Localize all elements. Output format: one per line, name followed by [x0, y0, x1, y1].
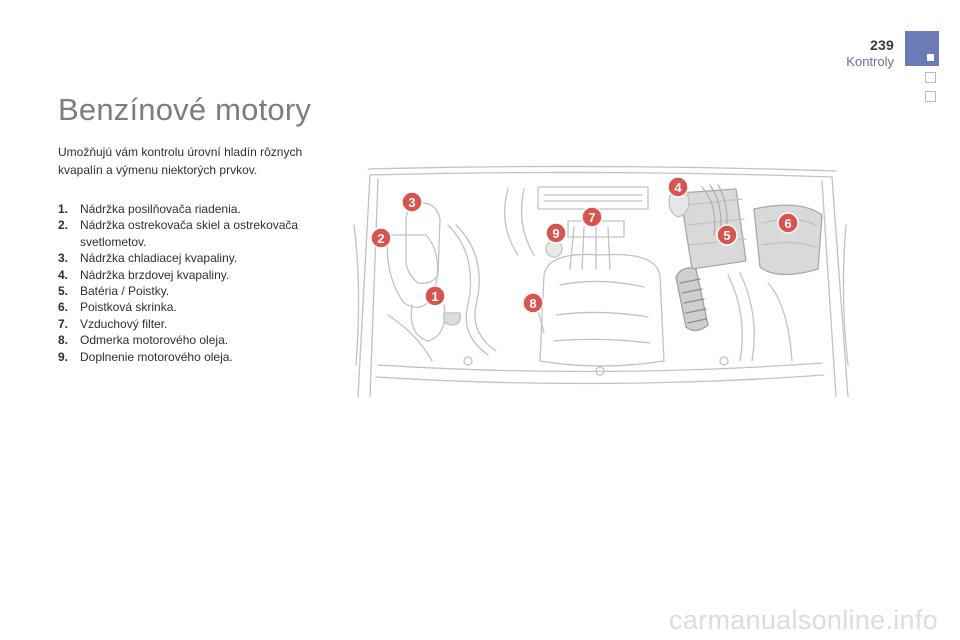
section-tab[interactable] — [925, 91, 936, 102]
list-item: 8.Odmerka motorového oleja. — [58, 332, 328, 348]
callout-label: 1 — [431, 289, 438, 304]
item-number: 2. — [58, 217, 80, 250]
item-number: 3. — [58, 250, 80, 266]
list-item: 7.Vzduchový filter. — [58, 316, 328, 332]
callout-4: 4 — [668, 177, 688, 197]
list-item: 9.Doplnenie motorového oleja. — [58, 349, 328, 365]
item-text: Odmerka motorového oleja. — [80, 332, 328, 348]
list-item: 1.Nádržka posilňovača riadenia. — [58, 201, 328, 217]
callout-8: 8 — [523, 293, 543, 313]
section-tab-active[interactable] — [905, 31, 939, 66]
callout-6: 6 — [778, 213, 798, 233]
callout-label: 5 — [723, 228, 730, 243]
item-number: 9. — [58, 349, 80, 365]
page-number: 239 — [870, 37, 894, 53]
list-item: 5.Batéria / Poistky. — [58, 283, 328, 299]
item-number: 7. — [58, 316, 80, 332]
item-text: Vzduchový filter. — [80, 316, 328, 332]
engine-bay-illustration: 1 2 3 4 5 6 7 8 — [348, 165, 853, 397]
callout-label: 4 — [674, 180, 682, 195]
list-item: 4.Nádržka brzdovej kvapaliny. — [58, 267, 328, 283]
callout-label: 7 — [588, 210, 595, 225]
list-item: 3.Nádržka chladiacej kvapaliny. — [58, 250, 328, 266]
item-text: Nádržka posilňovača riadenia. — [80, 201, 328, 217]
item-number: 8. — [58, 332, 80, 348]
item-number: 6. — [58, 299, 80, 315]
page-title: Benzínové motory — [58, 92, 311, 128]
item-number: 5. — [58, 283, 80, 299]
callout-label: 6 — [784, 216, 791, 231]
item-number: 4. — [58, 267, 80, 283]
callout-5: 5 — [717, 225, 737, 245]
item-text: Nádržka ostrekovača skiel a ostrekovača … — [80, 217, 328, 250]
callout-2: 2 — [371, 228, 391, 248]
watermark: carmanualsonline.info — [669, 605, 938, 636]
section-tab[interactable] — [925, 72, 936, 83]
callout-7: 7 — [582, 207, 602, 227]
callout-label: 2 — [377, 231, 384, 246]
callout-1: 1 — [425, 286, 445, 306]
legend-list: 1.Nádržka posilňovača riadenia. 2.Nádržk… — [58, 201, 328, 365]
item-text: Nádržka chladiacej kvapaliny. — [80, 250, 328, 266]
item-text: Nádržka brzdovej kvapaliny. — [80, 267, 328, 283]
tab-marker — [927, 54, 934, 61]
item-text: Batéria / Poistky. — [80, 283, 328, 299]
list-item: 6.Poistková skrinka. — [58, 299, 328, 315]
callout-label: 8 — [529, 296, 536, 311]
callout-label: 9 — [552, 226, 559, 241]
list-item: 2.Nádržka ostrekovača skiel a ostrekovač… — [58, 217, 328, 250]
item-text: Doplnenie motorového oleja. — [80, 349, 328, 365]
intro-text: Umožňujú vám kontrolu úrovní hladín rôzn… — [58, 143, 328, 179]
item-text: Poistková skrinka. — [80, 299, 328, 315]
item-number: 1. — [58, 201, 80, 217]
section-name: Kontroly — [846, 54, 894, 69]
callout-label: 3 — [408, 195, 415, 210]
callout-3: 3 — [402, 192, 422, 212]
callout-9: 9 — [546, 223, 566, 243]
engine-bay-drawing — [354, 166, 848, 397]
